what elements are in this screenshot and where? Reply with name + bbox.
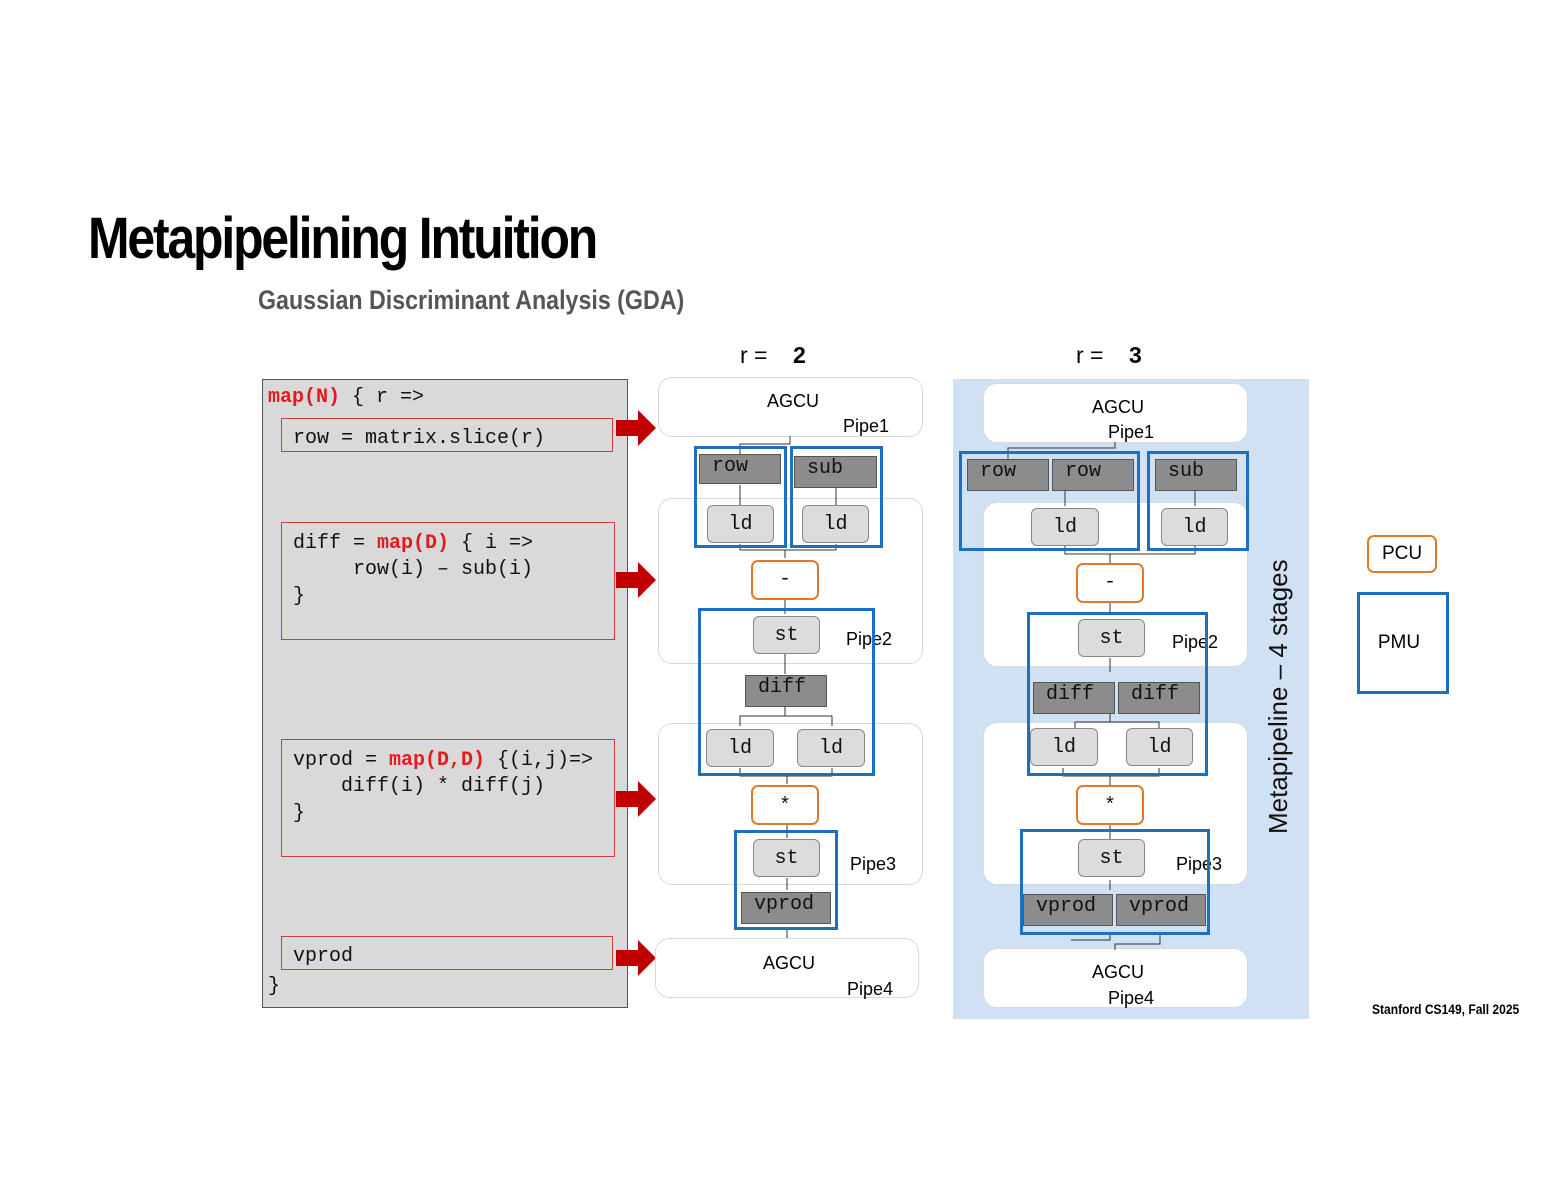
slide-title: Metapipelining Intuition <box>88 206 598 271</box>
diff-code-box <box>281 522 615 640</box>
left-pmu-diff <box>698 608 875 776</box>
vprod-code-line-2: diff(i) * diff(j) <box>293 775 546 798</box>
right-pipe3-label: Pipe3 <box>1176 854 1223 874</box>
diff-code-line-3: } <box>293 585 306 608</box>
right-pmu-sub <box>1147 451 1249 551</box>
left-ld-diff-i: ld <box>706 729 774 767</box>
right-vprod-memory-b: vprod <box>1116 894 1206 926</box>
left-ld-sub: ld <box>802 505 869 543</box>
right-ld-diff-j: ld <box>1126 728 1193 766</box>
red-arrow-icon <box>616 781 656 817</box>
left-ld-row: ld <box>707 505 774 543</box>
right-ld-diff-i: ld <box>1030 728 1098 766</box>
right-st-diff: st <box>1078 619 1145 657</box>
right-agcu-top: AGCU <box>1092 397 1145 417</box>
vprod-return-line: vprod <box>293 945 354 968</box>
left-agcu-bottom: AGCU <box>763 953 816 973</box>
right-r-value: 3 <box>1129 342 1142 368</box>
right-stage-pipe1 <box>983 383 1248 443</box>
red-arrow-icon <box>616 562 656 598</box>
right-pipe1-label: Pipe1 <box>1108 422 1155 442</box>
right-vprod-memory-a: vprod <box>1023 894 1113 926</box>
right-pmu-row <box>959 451 1140 551</box>
vprod-code-line-1: vprod = map(D,D) {(i,j)=> <box>293 749 593 772</box>
left-st-vprod: st <box>753 839 820 877</box>
left-r-indicator: r = 2 <box>740 342 806 369</box>
diff-code-line-1: diff = map(D) { i => <box>293 532 533 555</box>
left-stage-pipe1 <box>658 377 923 437</box>
legend-pmu-label: PMU <box>1377 632 1421 653</box>
code-close-brace: } <box>268 975 281 998</box>
left-pmu-vprod <box>734 830 838 930</box>
right-agcu-bottom: AGCU <box>1092 962 1145 982</box>
right-r-label: r = <box>1076 342 1104 368</box>
vprod-pre: vprod = <box>293 749 390 772</box>
left-diff-memory: diff <box>745 675 827 707</box>
slide-subtitle: Gaussian Discriminant Analysis (GDA) <box>258 285 685 315</box>
right-pcu-minus: - <box>1076 563 1144 603</box>
right-pipe4-label: Pipe4 <box>1108 988 1155 1008</box>
right-pcu-times: * <box>1076 785 1144 825</box>
left-pipe4-label: Pipe4 <box>847 979 894 999</box>
left-ld-diff-j: ld <box>797 729 865 767</box>
right-ld-sub: ld <box>1161 508 1228 546</box>
row-code-box <box>281 418 613 452</box>
left-pmu-row <box>694 446 787 548</box>
vprod-return-box <box>281 936 613 970</box>
red-arrow-icon <box>616 940 656 976</box>
right-row-memory-a: row <box>967 459 1049 491</box>
diff-pre: diff = <box>293 532 378 555</box>
right-diff-memory-a: diff <box>1033 682 1115 714</box>
left-pipe3-label: Pipe3 <box>850 854 897 874</box>
left-connector-lines <box>739 436 837 938</box>
vprod-code-box <box>281 739 615 857</box>
right-row-memory-b: row <box>1052 459 1134 491</box>
left-vprod-memory: vprod <box>741 892 831 924</box>
right-stage-pipe4 <box>983 948 1248 1008</box>
left-pcu-minus: - <box>751 560 819 600</box>
right-pmu-diff <box>1027 612 1208 776</box>
map-dd-keyword: map(D,D) <box>389 749 486 772</box>
diff-post: { i => <box>449 532 534 555</box>
left-pipe1-label: Pipe1 <box>843 416 890 436</box>
map-n-rest: { r => <box>340 386 425 409</box>
vprod-post: {(i,j)=> <box>485 749 594 772</box>
left-r-value: 2 <box>793 342 806 368</box>
left-sub-memory: sub <box>794 456 877 488</box>
right-r-indicator: r = 3 <box>1076 342 1142 369</box>
right-ld-row: ld <box>1031 508 1099 546</box>
row-code-line: row = matrix.slice(r) <box>293 427 546 450</box>
left-pipe2-label: Pipe2 <box>846 629 893 649</box>
slide-footer: Stanford CS149, Fall 2025 <box>1372 1001 1520 1017</box>
code-panel <box>262 379 628 1008</box>
legend-pcu: PCU <box>1367 535 1437 573</box>
right-connector-lines <box>1007 442 1196 950</box>
legend-pmu-box <box>1357 592 1449 694</box>
diff-code-line-2: row(i) – sub(i) <box>293 558 534 581</box>
right-pmu-vprod <box>1020 829 1210 935</box>
code-line-map-n: map(N) { r => <box>268 386 424 409</box>
left-pmu-sub <box>790 446 883 548</box>
right-sub-memory: sub <box>1155 459 1237 491</box>
right-diff-memory-b: diff <box>1118 682 1200 714</box>
map-n-keyword: map(N) <box>268 386 341 409</box>
left-agcu-top: AGCU <box>767 391 820 411</box>
left-row-memory: row <box>699 454 781 484</box>
red-arrow-icon <box>616 410 656 446</box>
metapipeline-label: Metapipeline – 4 stages <box>1263 559 1293 834</box>
left-st-diff: st <box>753 616 820 654</box>
left-pcu-times: * <box>751 785 819 825</box>
vprod-code-line-3: } <box>293 802 306 825</box>
map-d-keyword: map(D) <box>377 532 450 555</box>
left-r-label: r = <box>740 342 768 368</box>
right-st-vprod: st <box>1078 839 1145 877</box>
left-stage-pipe4 <box>655 938 919 998</box>
